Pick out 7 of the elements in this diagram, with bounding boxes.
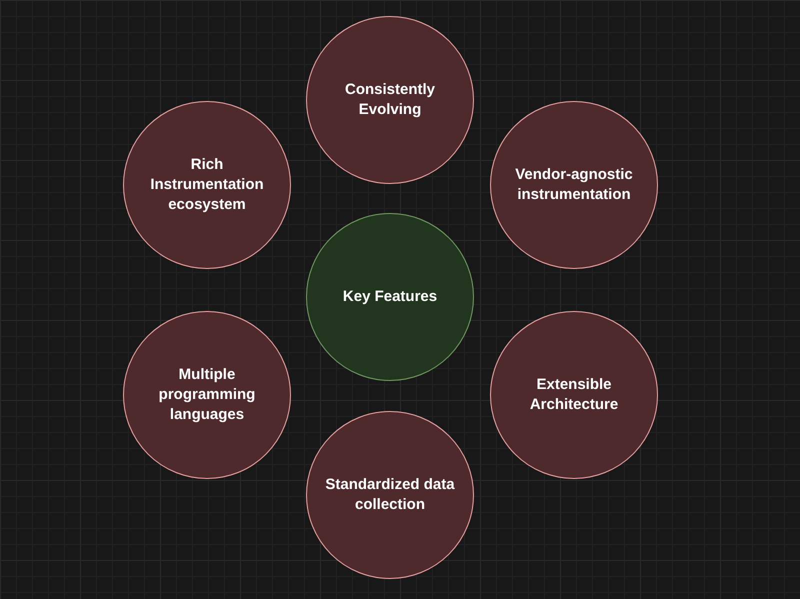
node-label: Vendor-agnostic instrumentation — [514, 165, 634, 205]
node-label: Key Features — [342, 287, 438, 307]
node-label: Multiple programming languages — [158, 365, 256, 425]
node-label: Rich Instrumentation ecosystem — [149, 155, 265, 215]
node-label: Extensible Architecture — [528, 375, 620, 415]
node-label: Standardized data collection — [324, 475, 456, 515]
node-label: Consistently Evolving — [344, 80, 436, 120]
